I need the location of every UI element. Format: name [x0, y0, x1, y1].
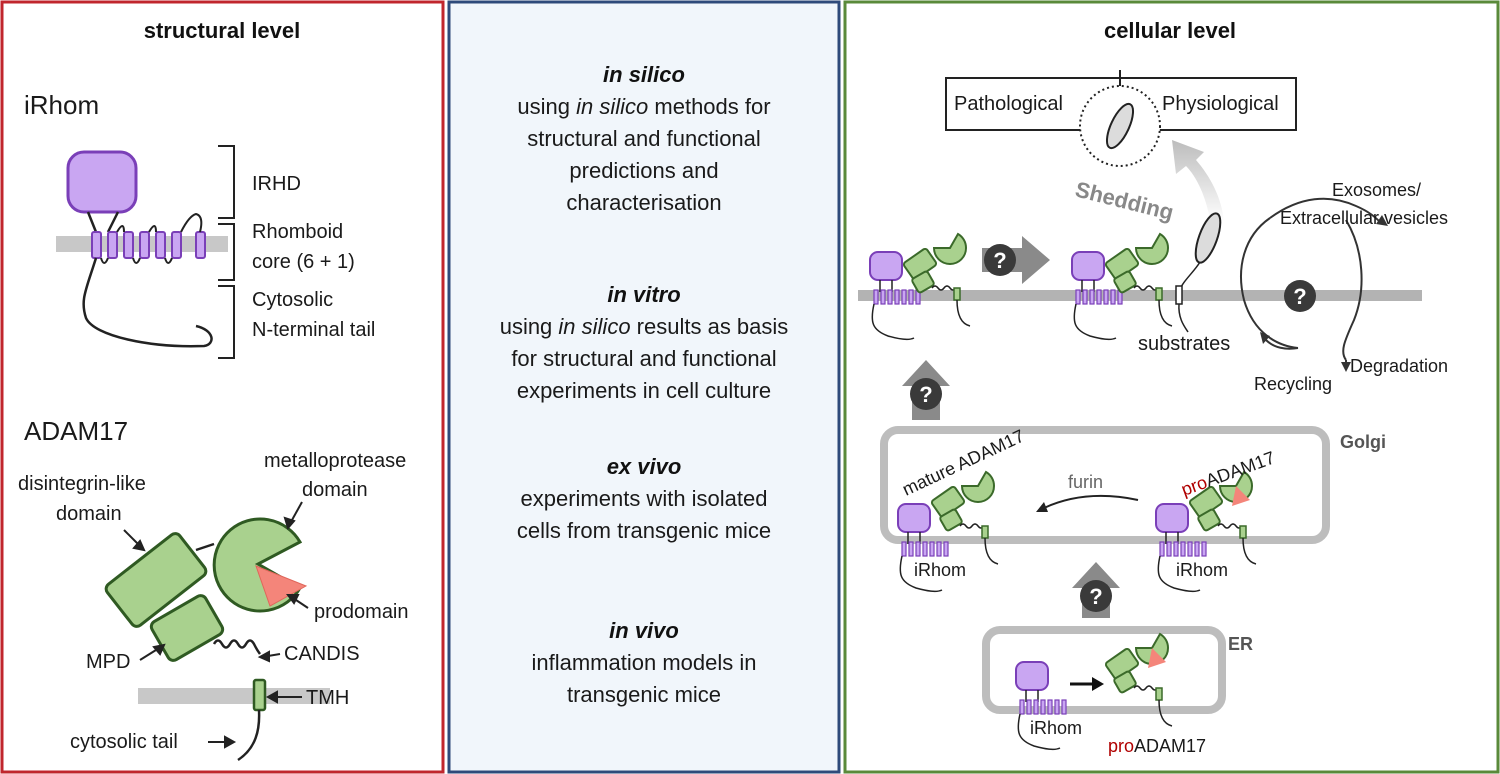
prodomain-er [1148, 648, 1166, 668]
method-description-line: experiments with isolated [520, 486, 767, 511]
recycling-arrow [1265, 339, 1299, 350]
method-description-line: for structural and functional [511, 346, 776, 371]
er-assembly-arrowhead [1092, 677, 1104, 691]
label-cyto-tail: cytosolic tail [70, 731, 178, 753]
shedding-arrow [1172, 140, 1224, 222]
adam17-membrane [138, 688, 330, 704]
label-er: ER [1228, 634, 1253, 654]
method-description-line: inflammation models in [532, 650, 757, 675]
label-recycling: Recycling [1254, 374, 1332, 394]
exosome-arrowhead [1376, 215, 1388, 226]
bracket-irhd [218, 145, 235, 219]
label-mpd: MPD [86, 651, 130, 673]
method-description-line: structural and functional [527, 126, 761, 151]
disintegrin-domain [104, 532, 208, 628]
method-heading: in vivo [609, 618, 679, 643]
label-exosomes-2: Extracellular vesicles [1280, 208, 1448, 228]
irhom-heading: iRhom [24, 90, 99, 120]
label-irhom-golgi-2: iRhom [1176, 560, 1228, 580]
label-rhomboid-1: Rhomboid [252, 221, 343, 243]
adam17-cytosolic-tail [237, 709, 261, 762]
left-panel-title: structural level [144, 18, 301, 43]
method-description-line: experiments in cell culture [517, 378, 771, 403]
label-rhomboid-2: core (6 + 1) [252, 251, 355, 273]
label-metallo-1: metalloprotease [264, 450, 406, 472]
label-candis: CANDIS [284, 643, 360, 665]
method-description-line: characterisation [566, 190, 721, 215]
bracket-tail [218, 285, 235, 359]
furin-arrowhead [1036, 502, 1048, 512]
question-plasma: ? [993, 248, 1006, 273]
middle-panel-border [447, 0, 841, 774]
method-description-line: predictions and [569, 158, 718, 183]
disint-metallo-link [195, 542, 215, 552]
label-tmh: TMH [306, 687, 349, 709]
er-compartment [982, 626, 1226, 714]
right-panel-title: cellular level [1104, 18, 1236, 43]
mpd-domain [149, 594, 225, 662]
furin-arrow [1043, 494, 1139, 509]
plasma-membrane [858, 290, 1422, 301]
prodomain-golgi [1232, 486, 1250, 506]
degradation-arrowhead [1341, 362, 1351, 372]
label-irhom-golgi-1: iRhom [914, 560, 966, 580]
question-er: ? [1089, 584, 1102, 609]
label-degradation: Degradation [1350, 356, 1448, 376]
label-golgi: Golgi [1340, 432, 1386, 452]
recycling-arrowhead [1260, 332, 1270, 344]
label-disint-1: disintegrin-like [18, 473, 146, 495]
irhom-cytosolic-tail [82, 257, 213, 348]
label-physiological: Physiological [1162, 93, 1279, 115]
label-irhom-er: iRhom [1030, 718, 1082, 738]
substrate-tail [1178, 303, 1189, 333]
label-tail-2: N-terminal tail [252, 319, 375, 341]
question-golgi: ? [919, 382, 932, 407]
label-irhd: IRHD [252, 173, 301, 195]
bracket-rhomboid [218, 223, 235, 281]
rhomboid-loops [100, 212, 203, 264]
candis-linker [212, 639, 262, 655]
rhomboid-core-helices [91, 231, 206, 259]
exosome-arrow [1269, 197, 1381, 223]
label-substrates: substrates [1138, 333, 1230, 355]
trafficking-loop [1240, 217, 1363, 361]
middle-text: in silico using in silico methods for stru… [500, 62, 789, 707]
substrate-tm [1175, 285, 1183, 305]
label-prodomain: prodomain [314, 601, 409, 623]
golgi-compartment [880, 426, 1330, 544]
shed-substrate-icon [1105, 102, 1135, 150]
method-heading: ex vivo [607, 454, 682, 479]
method-heading: in silico [603, 62, 685, 87]
method-description-line: using in silico results as basis [500, 314, 789, 339]
method-description-line: using in silico methods for [517, 94, 770, 119]
method-description-line: cells from transgenic mice [517, 518, 771, 543]
irhd-domain [66, 150, 138, 214]
label-exosomes-1: Exosomes/ [1332, 180, 1421, 200]
tmh-domain [252, 678, 267, 712]
label-pathological: Pathological [954, 93, 1063, 115]
adam17-pointer-arrows [123, 501, 309, 749]
question-traffic: ? [1293, 284, 1306, 309]
irhd-linker [86, 211, 120, 233]
label-metallo-2: domain [302, 479, 368, 501]
label-tail-1: Cytosolic [252, 289, 333, 311]
label-disint-2: domain [56, 503, 122, 525]
method-description-line: transgenic mice [567, 682, 721, 707]
label-proadam17-er: proADAM17 [1108, 736, 1206, 756]
label-furin: furin [1068, 472, 1103, 492]
adam17-heading: ADAM17 [24, 416, 128, 446]
method-heading: in vitro [607, 282, 680, 307]
